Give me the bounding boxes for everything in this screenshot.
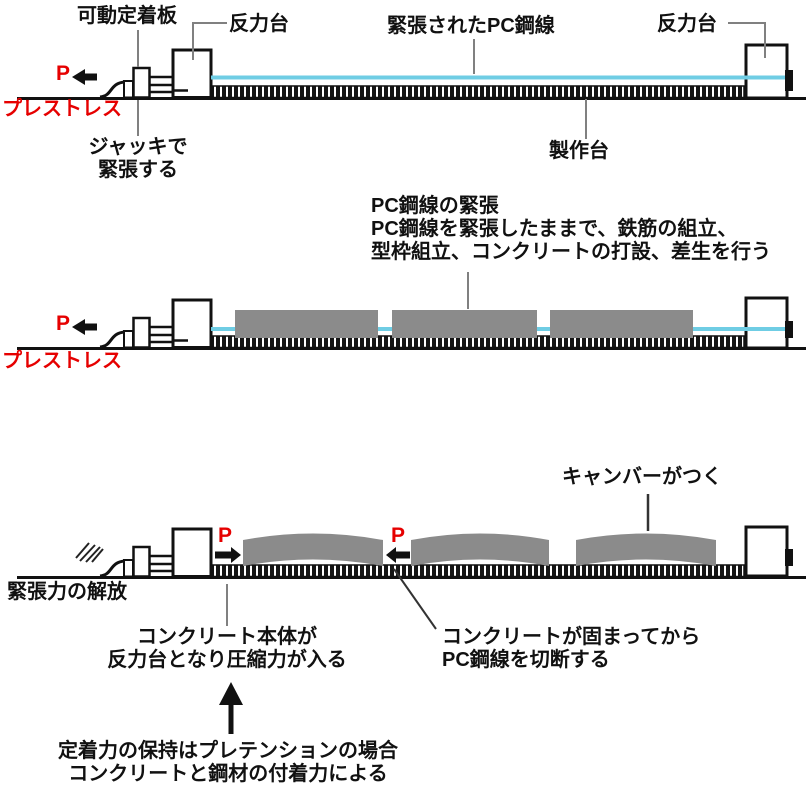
wire-anchor-tab [785,70,793,91]
wire-anchor-tab [785,549,793,566]
jack-ramp [99,80,126,99]
wire-anchor-tab [785,321,793,338]
tension-release-label: 緊張力の解放 [7,581,127,603]
cambered-concrete-block [243,533,383,566]
cambered-concrete-block [576,533,716,566]
tensioned-pc-wire-label: 緊張されたPC鋼線 [387,15,555,37]
cambered-concrete-block [411,533,549,566]
stage1-tensioning [17,22,806,139]
movable-anchor-plate [132,316,151,349]
reaction-stand-right [744,296,789,350]
jack-note-line2: 緊張する [98,159,178,181]
cut-wire-line1: コンクリートが固まってから [442,626,701,648]
jack-ramp [99,559,126,578]
reaction-stand-left-label: 反力台 [229,13,289,35]
p-force-left-label: P [391,524,406,547]
cut-wire-line2: PC鋼線を切断する [442,649,610,671]
stage2-note-line2: PC鋼線を緊張したままで、鉄筋の組立、 [371,218,738,240]
movable-anchor-plate-label: 可動定着板 [77,5,177,27]
fabrication-bed [212,564,745,578]
stage2-casting [17,272,806,350]
leader-stand-left [192,22,227,60]
force-arrow-left-icon [386,547,410,563]
force-arrow-left-icon [72,319,97,335]
prestress-label: プレストレス [2,98,122,120]
jack-note-line1: ジャッキで [88,136,188,158]
cut-wire-note: コンクリートが固まってから PC鋼線を切断する [442,626,700,672]
force-arrow-right-icon [215,547,241,563]
release-scribble-icon [75,542,104,563]
fabrication-bed [212,85,745,99]
p-force-right-label: P [218,524,233,547]
concrete-block [392,310,537,338]
p-force-label: P [56,62,71,85]
up-arrow-icon [219,682,243,734]
jack-bracket [123,80,134,99]
reaction-stand-left [171,527,213,578]
p-force-label: P [56,312,71,335]
jack-note: ジャッキで 緊張する [80,136,196,182]
anchorage-line2: コンクリートと鋼材の付着力による [68,763,388,785]
movable-anchor-plate [132,66,151,99]
concrete-body-line1: コンクリート本体が [137,626,317,648]
force-arrow-left-icon [72,69,97,85]
jack-ramp [99,330,126,349]
reaction-stand-right [744,43,789,100]
camber-label: キャンバーがつく [562,466,722,488]
jack-bracket [123,330,134,349]
prestress-label: プレストレス [2,350,122,372]
concrete-body-line2: 反力台となり圧縮力が入る [107,649,347,671]
jack-bracket [123,559,134,578]
stage2-note-line3: 型枠組立、コンクリートの打設、差生を行う [371,241,771,263]
stage2-note: PC鋼線の緊張 PC鋼線を緊張したままで、鉄筋の組立、 型枠組立、コンクリートの… [371,195,771,264]
leader-cut-wire [393,568,437,630]
movable-anchor-plate [132,545,151,578]
concrete-block [550,310,693,338]
concrete-block [235,310,378,338]
fabrication-bed-label: 製作台 [549,140,609,162]
anchorage-line1: 定着力の保持はプレテンションの場合 [58,740,398,762]
reaction-stand-right [744,525,789,578]
reaction-stand-right-label: 反力台 [657,13,717,35]
stage3-release [17,494,806,734]
stage2-note-line1: PC鋼線の緊張 [371,195,499,217]
anchorage-note: 定着力の保持はプレテンションの場合 コンクリートと鋼材の付着力による [25,740,431,786]
leader-stand-right [728,22,766,58]
concrete-body-note: コンクリート本体が 反力台となり圧縮力が入る [95,626,359,672]
